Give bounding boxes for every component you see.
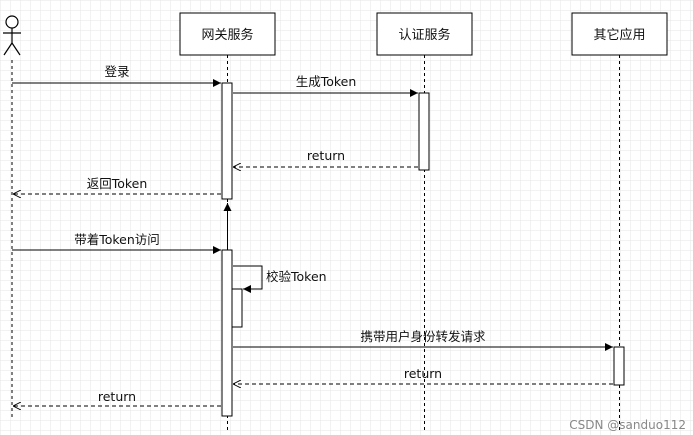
actor-icon bbox=[3, 15, 21, 56]
message-arrow-verify-token bbox=[233, 265, 263, 293]
activation-gateway-self bbox=[231, 288, 243, 328]
participant-auth: 认证服务 bbox=[376, 12, 473, 56]
message-label-forward-request: 携带用户身份转发请求 bbox=[360, 329, 486, 344]
activation-gateway-1 bbox=[221, 82, 233, 200]
message-label-return-token: 返回Token bbox=[87, 176, 148, 191]
message-label-return-app: return bbox=[404, 366, 442, 381]
message-label-generate-token: 生成Token bbox=[296, 74, 357, 89]
message-label-access-with-token: 带着Token访问 bbox=[74, 232, 160, 247]
message-label-verify-token: 校验Token bbox=[266, 269, 327, 284]
participant-auth-label: 认证服务 bbox=[398, 27, 450, 43]
activation-gateway-2 bbox=[221, 249, 233, 417]
activation-app bbox=[613, 346, 625, 386]
participant-gateway-label: 网关服务 bbox=[201, 27, 253, 43]
watermark: CSDN @sanduo112 bbox=[569, 418, 686, 432]
participant-app: 其它应用 bbox=[571, 12, 668, 56]
participant-app-label: 其它应用 bbox=[593, 27, 645, 43]
message-label-return-auth: return bbox=[307, 148, 345, 163]
message-label-login: 登录 bbox=[104, 64, 129, 79]
participant-gateway: 网关服务 bbox=[179, 12, 276, 56]
message-label-return-actor: return bbox=[98, 389, 136, 404]
activation-auth bbox=[418, 92, 430, 171]
